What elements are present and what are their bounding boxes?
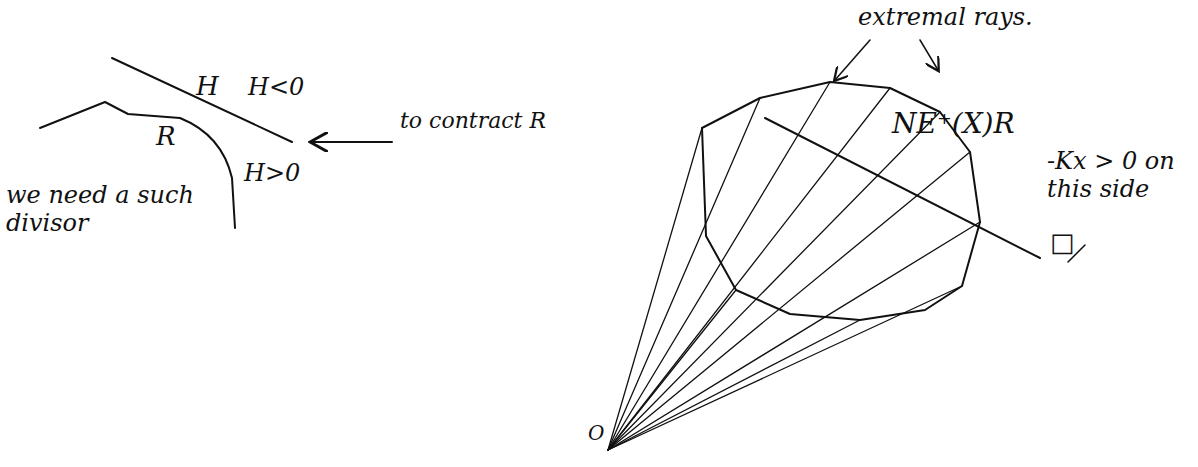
origin-label: O (588, 422, 618, 445)
arrow (312, 141, 392, 143)
ray-label: R (156, 122, 196, 152)
inequality-label: H<0 (248, 74, 328, 102)
qed-symbol: □ (1050, 228, 1090, 258)
note-label: we need a such divisor (6, 182, 196, 237)
inequality-label: H>0 (244, 160, 324, 188)
arrow-label: to contract R (400, 108, 590, 133)
note-label: extremal rays. (858, 4, 1058, 32)
hyperplane-label: H (196, 72, 236, 102)
side-note: -Kx > 0 on this side (1047, 148, 1192, 203)
leader-arrow (920, 40, 938, 70)
leader-arrow (835, 40, 870, 80)
cone-label: NE⁺(X)R (892, 108, 1032, 140)
